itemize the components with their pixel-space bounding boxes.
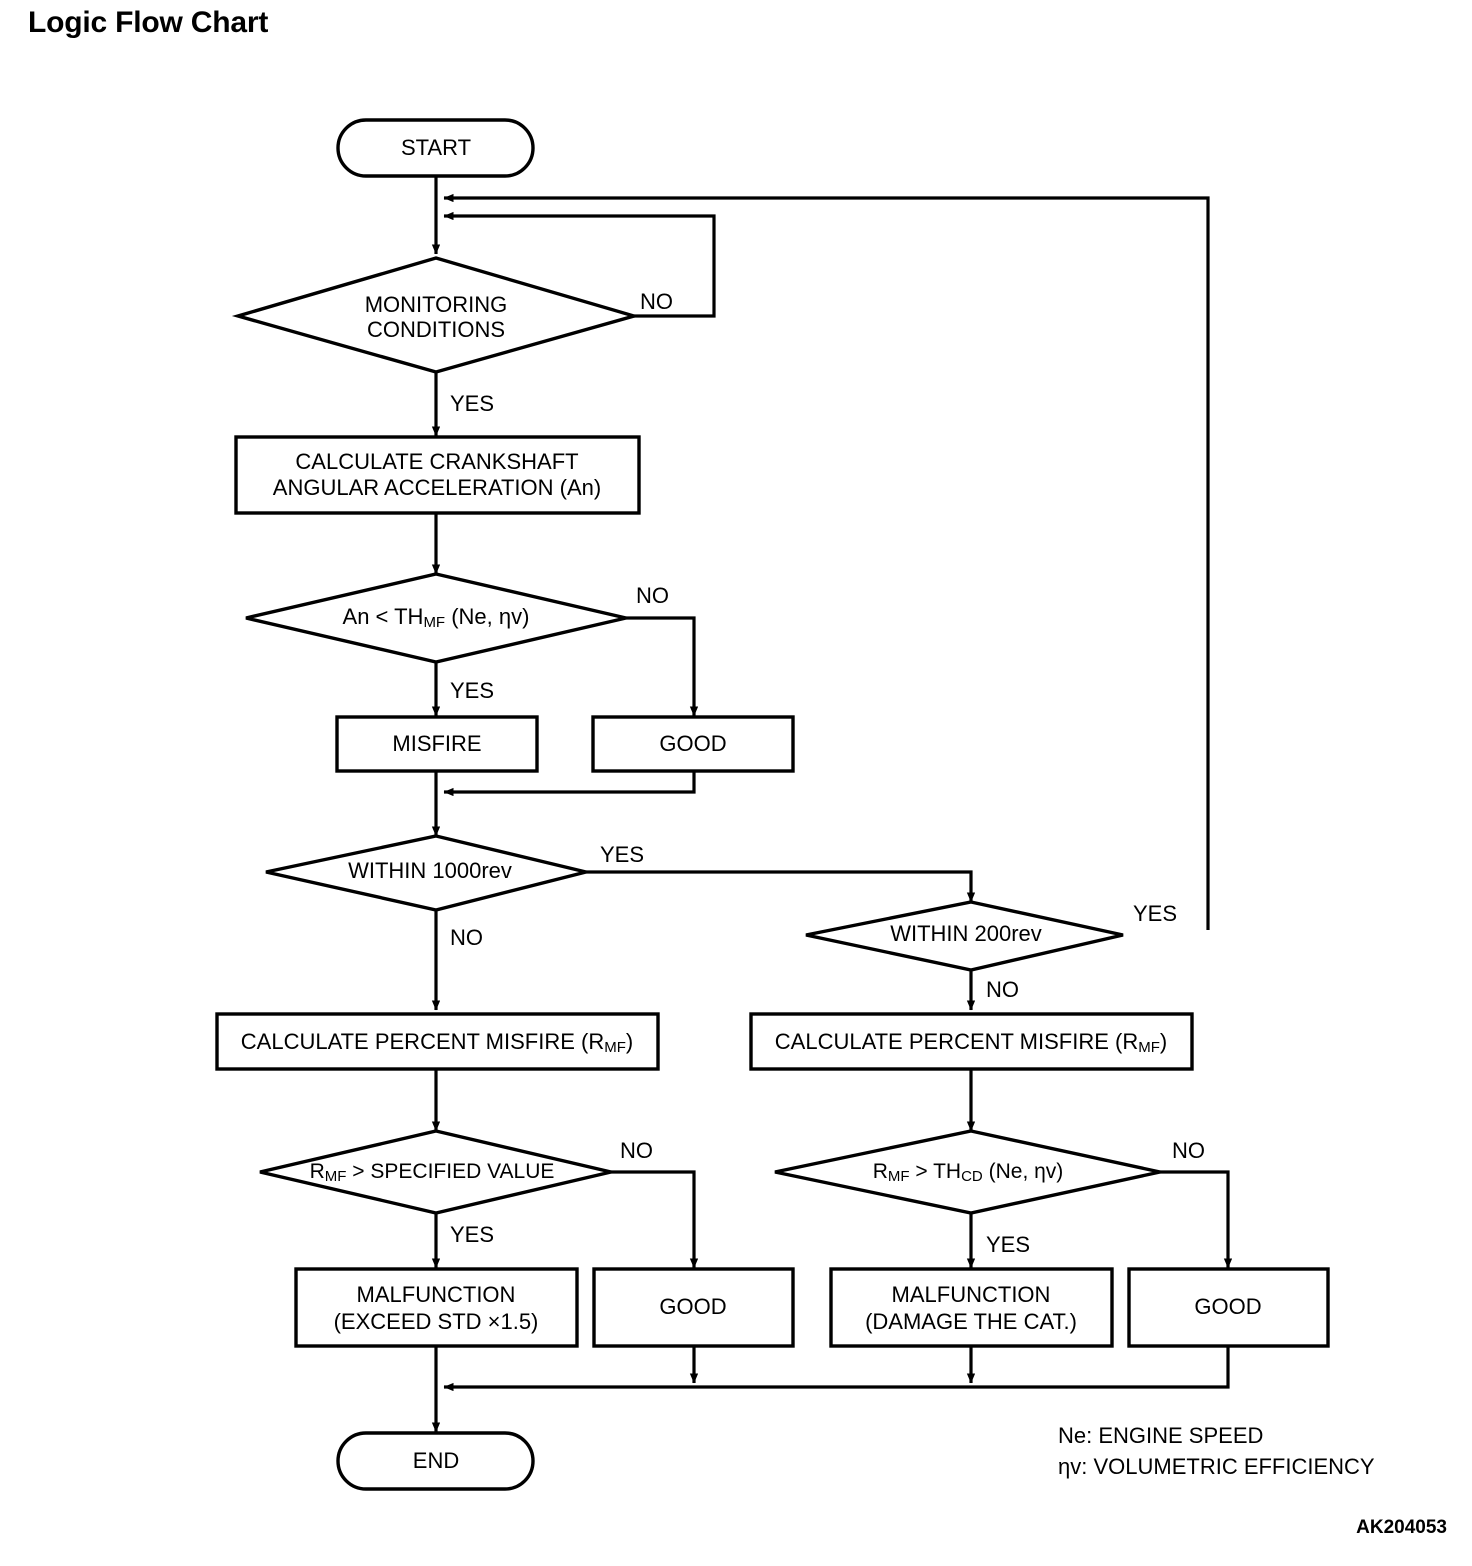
node-monitoring-conditions: MONITORING CONDITIONS: [231, 256, 641, 374]
node-rmfthcd-label-sub2: CD: [961, 1168, 983, 1185]
node-rmfspec-label-post: > SPECIFIED VALUE: [346, 1160, 554, 1183]
node-good1-label: GOOD: [659, 731, 726, 756]
node-calcpctr-label-pre: CALCULATE PERCENT MISFIRE (R: [775, 1029, 1138, 1054]
node-calc-percent-misfire-left: CALCULATE PERCENT MISFIRE (RMF): [215, 1012, 660, 1071]
node-malfunction-exceed-std: MALFUNCTION (EXCEED STD ×1.5): [294, 1267, 579, 1348]
edge-label-anth-yes: YES: [450, 678, 494, 703]
legend-line-2-rest: v: VOLUMETRIC EFFICIENCY: [1070, 1454, 1375, 1479]
node-calcpctr-label: CALCULATE PERCENT MISFIRE (RMF): [775, 1029, 1167, 1056]
edge-monitoring-no-loop: [443, 211, 716, 318]
node-calc-percent-misfire-right: CALCULATE PERCENT MISFIRE (RMF): [749, 1012, 1194, 1071]
node-calc-label-line2: ANGULAR ACCELERATION (An): [273, 475, 601, 500]
node-misfire: MISFIRE: [335, 715, 539, 773]
node-end: END: [336, 1431, 535, 1491]
node-anth-label: An < THMF (Ne, ηv): [343, 604, 530, 631]
node-end-label: END: [413, 1448, 459, 1473]
edge-good3-merge-bus: [443, 1346, 1230, 1392]
edge-label-monitoring-no: NO: [640, 289, 673, 314]
edge-within1000-yes: [586, 870, 976, 903]
node-rmfthcd-label-pre: R: [873, 1160, 888, 1183]
node-calc-label-line1: CALCULATE CRANKSHAFT: [295, 449, 578, 474]
figure-code: AK204053: [1356, 1517, 1447, 1538]
edge-rmfthcd-no: [1160, 1170, 1233, 1269]
node-good-1: GOOD: [591, 715, 795, 773]
node-calculate-crankshaft: CALCULATE CRANKSHAFT ANGULAR ACCELERATIO…: [234, 435, 641, 515]
edge-label-within200-no: NO: [986, 977, 1019, 1002]
node-rmfspec-label: RMF > SPECIFIED VALUE: [310, 1160, 555, 1185]
node-within200-label: WITHIN 200rev: [890, 921, 1042, 946]
node-start: START: [336, 118, 535, 178]
edge-label-within1000-no: NO: [450, 925, 483, 950]
edge-good1-merge: [443, 771, 696, 797]
node-rmfthcd-label: RMF > THCD (Ne, ηv): [873, 1160, 1064, 1185]
node-calcpctr-label-sub: MF: [1138, 1039, 1160, 1056]
edge-label-rmfthcd-no: NO: [1172, 1138, 1205, 1163]
edge-label-within1000-yes: YES: [600, 842, 644, 867]
node-good3-label: GOOD: [1194, 1294, 1261, 1319]
node-calcpctl-label-pre: CALCULATE PERCENT MISFIRE (R: [241, 1029, 604, 1054]
node-calcpctl-label-post: ): [626, 1029, 633, 1054]
node-rmfspec-label-sub: MF: [325, 1168, 347, 1185]
node-rmf-gt-specified-value: RMF > SPECIFIED VALUE: [259, 1129, 612, 1215]
edge-label-within200-yes: YES: [1133, 901, 1177, 926]
node-an-lt-thmf: An < THMF (Ne, ηv): [245, 572, 627, 664]
node-rmf-gt-thcd: RMF > THCD (Ne, ηv): [774, 1129, 1161, 1215]
node-malfcat-label-line1: MALFUNCTION: [892, 1282, 1051, 1307]
node-within-200rev: WITHIN 200rev: [805, 900, 1124, 972]
node-rmfthcd-label-sub: MF: [888, 1168, 910, 1185]
edge-label-rmfspec-no: NO: [620, 1138, 653, 1163]
edge-within200-yes-feedback: [443, 193, 1210, 930]
node-malfunction-damage-cat: MALFUNCTION (DAMAGE THE CAT.): [829, 1267, 1114, 1348]
legend-line-1: Ne: ENGINE SPEED: [1058, 1423, 1263, 1448]
edge-rmfspec-no: [611, 1170, 699, 1269]
node-rmfthcd-label-post: > TH: [910, 1160, 962, 1183]
edge-label-rmfthcd-yes: YES: [986, 1232, 1030, 1257]
legend-line-2: ηv: VOLUMETRIC EFFICIENCY: [1058, 1454, 1375, 1479]
node-calcpctl-label: CALCULATE PERCENT MISFIRE (RMF): [241, 1029, 633, 1056]
node-anth-label-sub: MF: [423, 614, 445, 631]
edge-label-anth-no: NO: [636, 583, 669, 608]
node-start-label: START: [401, 135, 471, 160]
node-rmfspec-label-pre: R: [310, 1160, 325, 1183]
edge-label-monitoring-yes: YES: [450, 391, 494, 416]
node-good2-label: GOOD: [659, 1294, 726, 1319]
legend-eta-symbol: η: [1058, 1454, 1070, 1479]
node-malfstd-label-line2: (EXCEED STD ×1.5): [334, 1309, 539, 1334]
node-rmfthcd-label-post2: (Ne, ηv): [983, 1160, 1064, 1183]
edge-label-rmfspec-yes: YES: [450, 1222, 494, 1247]
node-within1000-label: WITHIN 1000rev: [348, 858, 512, 883]
edge-anth-no-to-good: [626, 616, 699, 717]
node-malfcat-label-line2: (DAMAGE THE CAT.): [865, 1309, 1077, 1334]
node-good-2: GOOD: [592, 1267, 795, 1348]
node-within-1000rev: WITHIN 1000rev: [265, 834, 587, 912]
node-anth-label-post: (Ne, ηv): [445, 604, 529, 629]
node-calcpctr-label-post: ): [1160, 1029, 1167, 1054]
node-misfire-label: MISFIRE: [392, 731, 481, 756]
node-anth-label-pre: An < TH: [343, 604, 424, 629]
node-monitoring-label-line1: MONITORING: [365, 292, 508, 317]
page-title: Logic Flow Chart: [28, 6, 269, 39]
node-malfstd-label-line1: MALFUNCTION: [357, 1282, 516, 1307]
node-calcpctl-label-sub: MF: [604, 1039, 626, 1056]
node-monitoring-label-line2: CONDITIONS: [367, 317, 505, 342]
node-good-3: GOOD: [1127, 1267, 1330, 1348]
